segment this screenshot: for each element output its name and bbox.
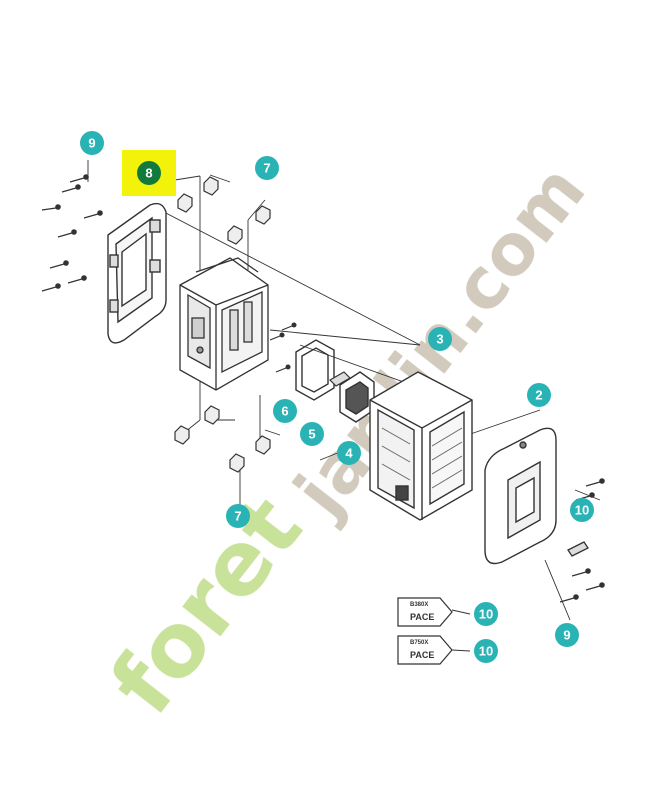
screw xyxy=(41,204,61,211)
callout-10-plate-1[interactable]: 10 xyxy=(474,602,498,626)
callout-label: 10 xyxy=(479,644,493,659)
outer-housing-part xyxy=(369,371,473,521)
callout-label: 10 xyxy=(575,503,589,518)
screw xyxy=(585,582,605,591)
clip-group-bottom xyxy=(174,405,271,473)
screw xyxy=(69,174,89,183)
screw-group-core xyxy=(269,322,297,373)
callout-7-top[interactable]: 7 xyxy=(255,156,279,180)
callout-7-bottom[interactable]: 7 xyxy=(226,504,250,528)
callout-5[interactable]: 5 xyxy=(300,422,324,446)
callout-2[interactable]: 2 xyxy=(527,383,551,407)
badge-part xyxy=(567,541,589,557)
callout-10-plate-2[interactable]: 10 xyxy=(474,639,498,663)
screw xyxy=(41,283,61,292)
screw xyxy=(61,184,81,193)
callout-label: 7 xyxy=(263,161,270,176)
callout-8[interactable]: 8 xyxy=(137,161,161,185)
callout-10-right[interactable]: 10 xyxy=(570,498,594,522)
callout-4[interactable]: 4 xyxy=(337,441,361,465)
label-plate-1: B380X PACE xyxy=(397,597,453,627)
callout-3[interactable]: 3 xyxy=(428,327,452,351)
callout-label: 7 xyxy=(234,509,241,524)
callout-label: 2 xyxy=(535,388,542,403)
plate-1-model: B380X xyxy=(410,602,428,608)
screw xyxy=(275,364,291,373)
screw xyxy=(571,568,591,577)
screw xyxy=(559,594,579,603)
screw xyxy=(585,478,605,487)
screw xyxy=(281,322,297,331)
watermark-prefix: foret xyxy=(90,477,321,733)
back-cover-part xyxy=(484,427,557,565)
screw xyxy=(269,332,285,341)
callout-label: 4 xyxy=(345,446,353,461)
callout-label: 5 xyxy=(308,427,315,442)
front-frame-part xyxy=(107,202,167,344)
plate-1-brand: PACE xyxy=(410,612,434,622)
callout-6[interactable]: 6 xyxy=(273,399,297,423)
screw-group-right xyxy=(559,478,605,603)
screw xyxy=(67,275,87,284)
screw xyxy=(57,229,77,238)
callout-label: 3 xyxy=(436,332,443,347)
callout-label: 8 xyxy=(145,166,152,181)
screw xyxy=(83,210,103,219)
charger-core-part xyxy=(179,257,269,391)
callout-label: 6 xyxy=(281,404,288,419)
callout-9-top[interactable]: 9 xyxy=(80,131,104,155)
gasket-part xyxy=(295,339,335,401)
clip-group-top xyxy=(177,176,271,245)
callout-label: 9 xyxy=(88,136,95,151)
callout-9-bottom[interactable]: 9 xyxy=(555,623,579,647)
plate-2-brand: PACE xyxy=(410,650,434,660)
callout-label: 10 xyxy=(479,607,493,622)
screw-group-left xyxy=(41,174,103,292)
handle-part xyxy=(339,371,375,423)
callout-label: 9 xyxy=(563,628,570,643)
screw xyxy=(49,260,69,269)
label-plate-2: B750X PACE xyxy=(397,635,453,665)
plate-2-model: B750X xyxy=(410,640,428,646)
